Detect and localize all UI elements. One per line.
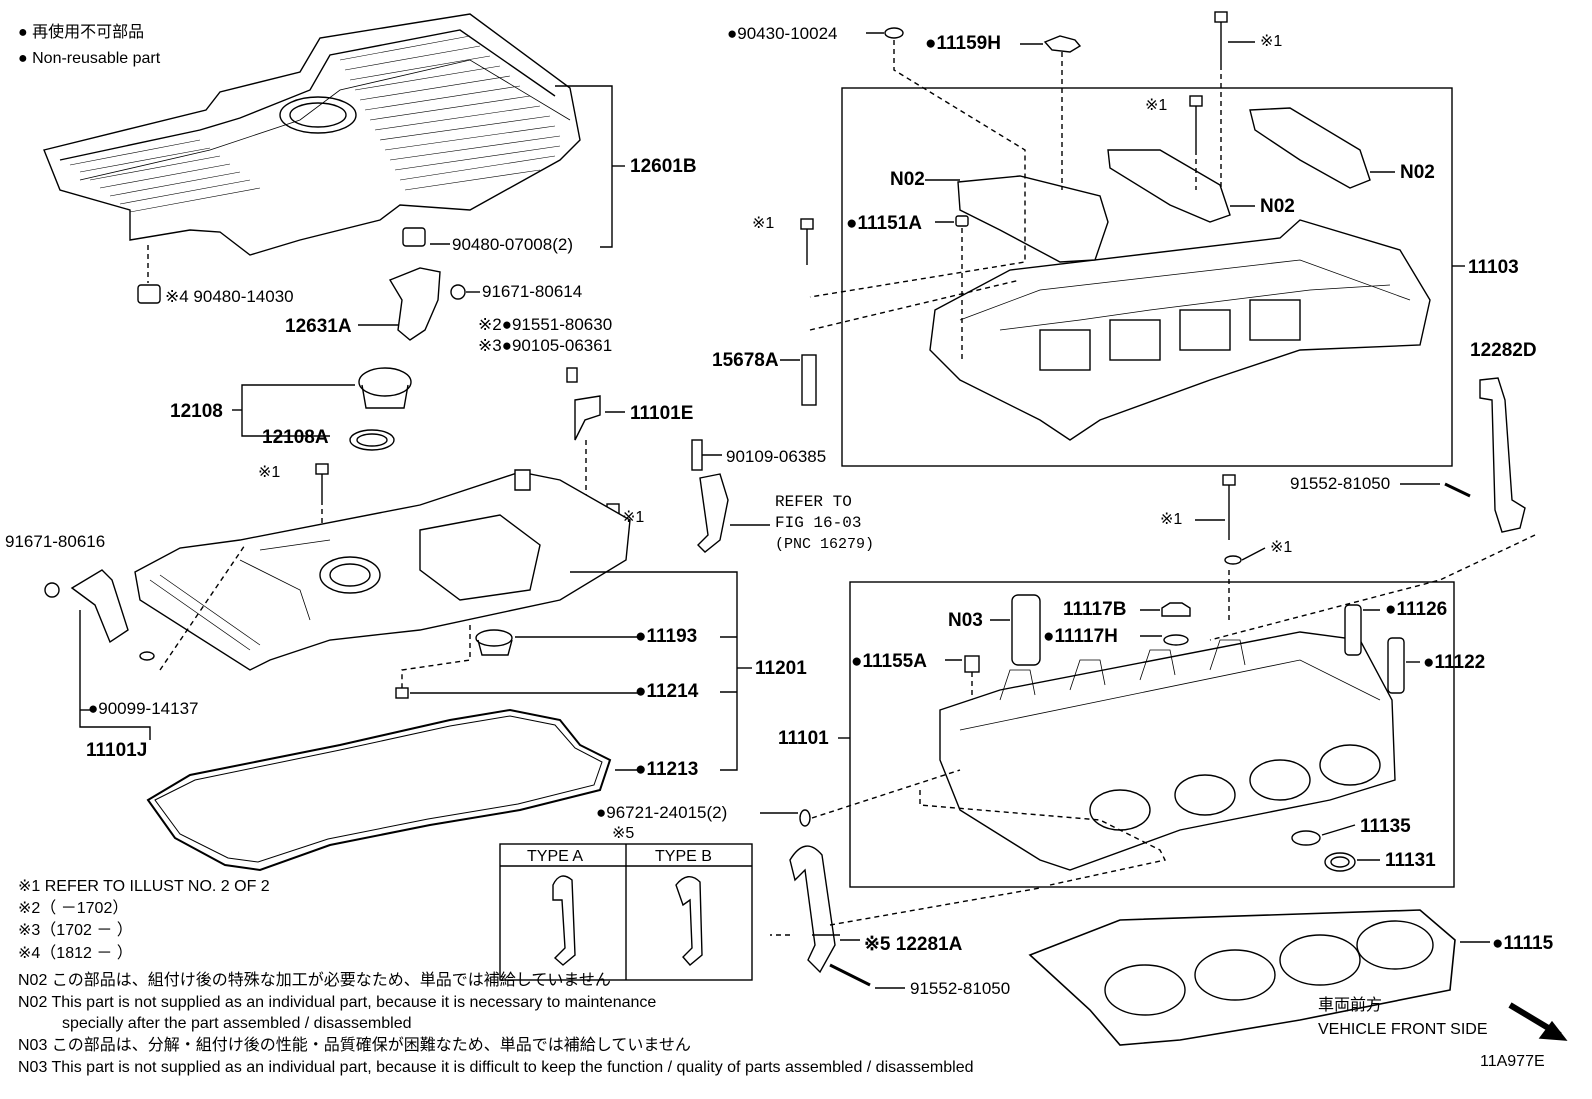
note-mark-5: ※5 — [612, 825, 635, 842]
front-side-jp: 車両前方 — [1318, 997, 1383, 1014]
legend-en: ● Non-reusable part — [18, 50, 161, 67]
part-11126: ●11126 — [1385, 599, 1448, 620]
part-91551-80630: ※2●91551-80630 — [478, 315, 613, 334]
cylinder-head-cover-drawing — [134, 469, 631, 671]
part-12282D: 12282D — [1470, 340, 1537, 361]
cylinder-head-drawing — [939, 631, 1396, 871]
part-11201: 11201 — [755, 658, 807, 679]
part-91671-80616: 91671-80616 — [5, 532, 106, 551]
part-N02-middle: N02 — [1260, 196, 1295, 217]
part-12631A: 12631A — [285, 316, 352, 337]
note-4: ※4（1812 － ） — [18, 945, 133, 962]
engine-cover-drawing — [43, 13, 581, 256]
part-11101J: 11101J — [86, 740, 148, 761]
note-mark-1d: ※1 — [1145, 97, 1168, 114]
note-mark-1f: ※1 — [1160, 511, 1183, 528]
part-12281A: ※5 12281A — [864, 934, 963, 955]
part-11151A: ●11151A — [846, 213, 922, 234]
part-11213: ●11213 — [635, 759, 699, 780]
part-11101E: 11101E — [630, 403, 694, 424]
part-90480-07008: 90480-07008(2) — [452, 235, 573, 254]
part-N02-right: N02 — [1400, 162, 1435, 183]
part-12108: 12108 — [170, 401, 223, 422]
note-mark-1b: ※1 — [622, 509, 645, 526]
note-3: ※3（1702 － ） — [18, 922, 133, 939]
note-mark-1c: ※1 — [1260, 33, 1283, 50]
type-a-label: TYPE A — [527, 848, 584, 865]
part-90105-06361: ※3●90105-06361 — [478, 336, 613, 355]
part-15678A: 15678A — [712, 350, 779, 371]
part-11155A: ●11155A — [851, 651, 927, 672]
part-11103: 11103 — [1468, 257, 1519, 278]
refer-line2: FIG 16-03 — [775, 514, 862, 532]
front-side-en: VEHICLE FRONT SIDE — [1318, 1021, 1488, 1038]
part-12601B: 12601B — [630, 156, 697, 177]
part-91671-80614: 91671-80614 — [482, 282, 583, 301]
legend-jp: ● 再使用不可部品 — [18, 24, 145, 41]
part-N03: N03 — [948, 610, 983, 631]
note-n03-en: N03 This part is not supplied as an indi… — [18, 1059, 974, 1076]
note-n02-en: N02 This part is not supplied as an indi… — [18, 994, 657, 1011]
part-N02-left: N02 — [890, 169, 925, 190]
refer-line1: REFER TO — [775, 493, 852, 511]
note-1: ※1 REFER TO ILLUST NO. 2 OF 2 — [18, 878, 270, 895]
note-n02-en-cont: specially after the part assembled / dis… — [62, 1015, 412, 1032]
part-11117B: 11117B — [1063, 599, 1127, 620]
part-90480-14030: ※4 90480-14030 — [165, 287, 294, 306]
part-90109-06385: 90109-06385 — [726, 447, 827, 466]
part-11122: ●11122 — [1423, 652, 1486, 673]
part-96721-24015: ●96721-24015(2) — [596, 803, 728, 822]
camshaft-housing-drawing — [929, 219, 1431, 441]
diagram-code: 11A977E — [1480, 1053, 1545, 1070]
part-90099-14137: ●90099-14137 — [88, 699, 199, 718]
part-91552-81050-top: 91552-81050 — [1290, 474, 1391, 493]
part-12108A: 12108A — [262, 427, 329, 448]
note-n02-jp: N02 この部品は、組付け後の特殊な加工が必要なため、単品では補給していません — [18, 972, 611, 989]
note-mark-1g: ※1 — [1270, 539, 1293, 556]
type-b-label: TYPE B — [655, 848, 712, 865]
refer-line3: (PNC 16279) — [775, 536, 875, 553]
part-11117H: ●11117H — [1043, 626, 1118, 647]
part-11101: 11101 — [778, 728, 829, 749]
note-mark-1a: ※1 — [258, 464, 281, 481]
part-11135: 11135 — [1360, 816, 1411, 837]
note-2: ※2（ －1702） — [18, 900, 129, 917]
part-11193: ●11193 — [635, 626, 698, 647]
note-mark-1e: ※1 — [752, 215, 775, 232]
part-11159H: ●11159H — [925, 33, 1001, 54]
part-11214: ●11214 — [635, 681, 699, 702]
part-11115: ●11115 — [1492, 933, 1554, 954]
part-90430-10024: ●90430-10024 — [727, 24, 838, 43]
part-91552-81050-bottom: 91552-81050 — [910, 979, 1011, 998]
note-n03-jp: N03 この部品は、分解・組付け後の性能・品質確保が困難なため、単品では補給して… — [18, 1037, 691, 1054]
part-11131: 11131 — [1385, 850, 1436, 871]
